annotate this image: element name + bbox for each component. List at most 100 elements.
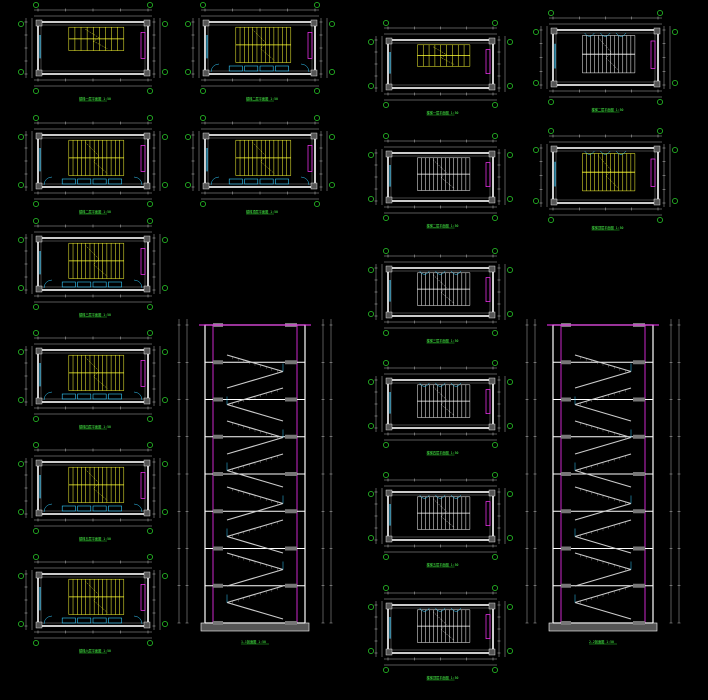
plan-caption: 楼梯顶层平面图 1:50 (592, 225, 624, 230)
axis-bubble (492, 360, 498, 366)
wall-column-hatch (143, 235, 151, 243)
wall-column-hatch (35, 571, 43, 579)
bottom-doors (210, 63, 310, 73)
axis-bubble (162, 69, 168, 75)
axis-bubble (492, 554, 498, 560)
wall-column-hatch (488, 648, 496, 656)
bottom-doors (43, 391, 143, 401)
axis-bubble (147, 201, 153, 207)
stair-wall-outline (37, 21, 149, 75)
stair-wall-outline (387, 152, 494, 202)
plan-2: 楼梯二层平面图 1:50 (18, 115, 168, 215)
axis-bubble (368, 604, 374, 610)
axis-bubble (162, 509, 168, 515)
axis-bubble (314, 2, 320, 8)
landing-beam (561, 621, 571, 625)
wall-column-hatch (143, 19, 151, 27)
stair-flight (226, 585, 284, 620)
axis-bubble (162, 349, 168, 355)
wall-column-hatch (385, 311, 393, 319)
axis-bubble (368, 423, 374, 429)
axis-bubble (162, 134, 168, 140)
section-caption: 1-1剖面图 1:50 (241, 639, 266, 644)
axis-bubble (162, 285, 168, 291)
plan-8: 楼梯顶层平面图 1:50 (185, 115, 335, 215)
axis-bubble (507, 648, 513, 654)
plan-caption: 楼梯三层平面图 1:50 (79, 312, 111, 317)
axis-bubble (18, 573, 24, 579)
stair-flight (574, 354, 632, 389)
wall-column-hatch (143, 285, 151, 293)
stair-treads (417, 272, 471, 306)
wall-column-hatch (488, 265, 496, 273)
plan-caption: 楼梯六层平面图 1:50 (79, 648, 111, 653)
axis-bubble (329, 21, 335, 27)
plan-5: 楼梯五层平面图 1:50 (18, 442, 168, 542)
wall-column-hatch (488, 377, 496, 385)
wall-column-hatch (488, 37, 496, 45)
bottom-doors (43, 503, 143, 513)
axis-bubble (657, 128, 663, 134)
window (140, 32, 146, 59)
axis-bubble (147, 416, 153, 422)
wall-column-hatch (653, 80, 661, 88)
stair-treads (68, 354, 125, 391)
dimension-lines (24, 560, 161, 639)
wall-column-hatch (202, 182, 210, 190)
wall-column-hatch (385, 196, 393, 204)
dimension-lines (191, 121, 328, 200)
window (485, 614, 491, 639)
landing-beam (633, 434, 645, 439)
window (485, 49, 491, 74)
dimension-lines (24, 121, 161, 200)
landing-beam (633, 583, 645, 588)
landing-beam (285, 360, 297, 365)
axis-bubble (672, 80, 678, 86)
axis-bubble (18, 69, 24, 75)
top-arches (584, 32, 627, 37)
axis-bubble (33, 416, 39, 422)
axis-bubble (33, 304, 39, 310)
plan-caption: 楼梯二层平面图 1:50 (427, 223, 459, 228)
wall-column-hatch (385, 37, 393, 45)
axis-bubble (200, 2, 206, 8)
plan-caption: 楼梯一层平面图 1:50 (427, 110, 459, 115)
plan-4: 楼梯四层平面图 1:50 (18, 330, 168, 430)
stair-walk-line (252, 142, 275, 174)
axis-bubble (507, 423, 513, 429)
bottom-doors (43, 615, 143, 625)
axis-bubble (18, 134, 24, 140)
stair-treads (68, 466, 125, 503)
axis-bubble (507, 535, 513, 541)
stair-wall-outline (552, 29, 659, 86)
wall-column-hatch (488, 83, 496, 91)
axis-bubble (147, 2, 153, 8)
axis-bubble (314, 88, 320, 94)
axis-bubble (185, 182, 191, 188)
plan-caption: 楼梯一层平面图 1:50 (79, 96, 111, 101)
axis-bubble (33, 115, 39, 121)
plan-caption: 楼梯五层平面图 1:50 (79, 536, 111, 541)
dimension-lines (374, 591, 506, 666)
stair-wall-outline (387, 491, 494, 541)
window (650, 40, 656, 69)
wall-column-hatch (385, 602, 393, 610)
axis-bubble (672, 29, 678, 35)
dimension-lines (24, 448, 161, 527)
wall-column-hatch (143, 182, 151, 190)
wall-column-hatch (488, 311, 496, 319)
axis-bubble (147, 640, 153, 646)
stair-flight (226, 387, 284, 422)
stair-wall-outline (37, 461, 149, 515)
axis-bubble (200, 201, 206, 207)
plan-6: 楼梯六层平面图 1:50 (18, 554, 168, 654)
axis-bubble (33, 88, 39, 94)
stair-flight (574, 387, 632, 422)
plan-caption: 楼梯二层平面图 1:50 (79, 209, 111, 214)
plan-caption: 楼梯二层平面图 1:50 (592, 107, 624, 112)
landing-beam (633, 397, 645, 402)
wall-column-hatch (143, 69, 151, 77)
stair-flight (574, 420, 632, 455)
axis-bubble (185, 134, 191, 140)
